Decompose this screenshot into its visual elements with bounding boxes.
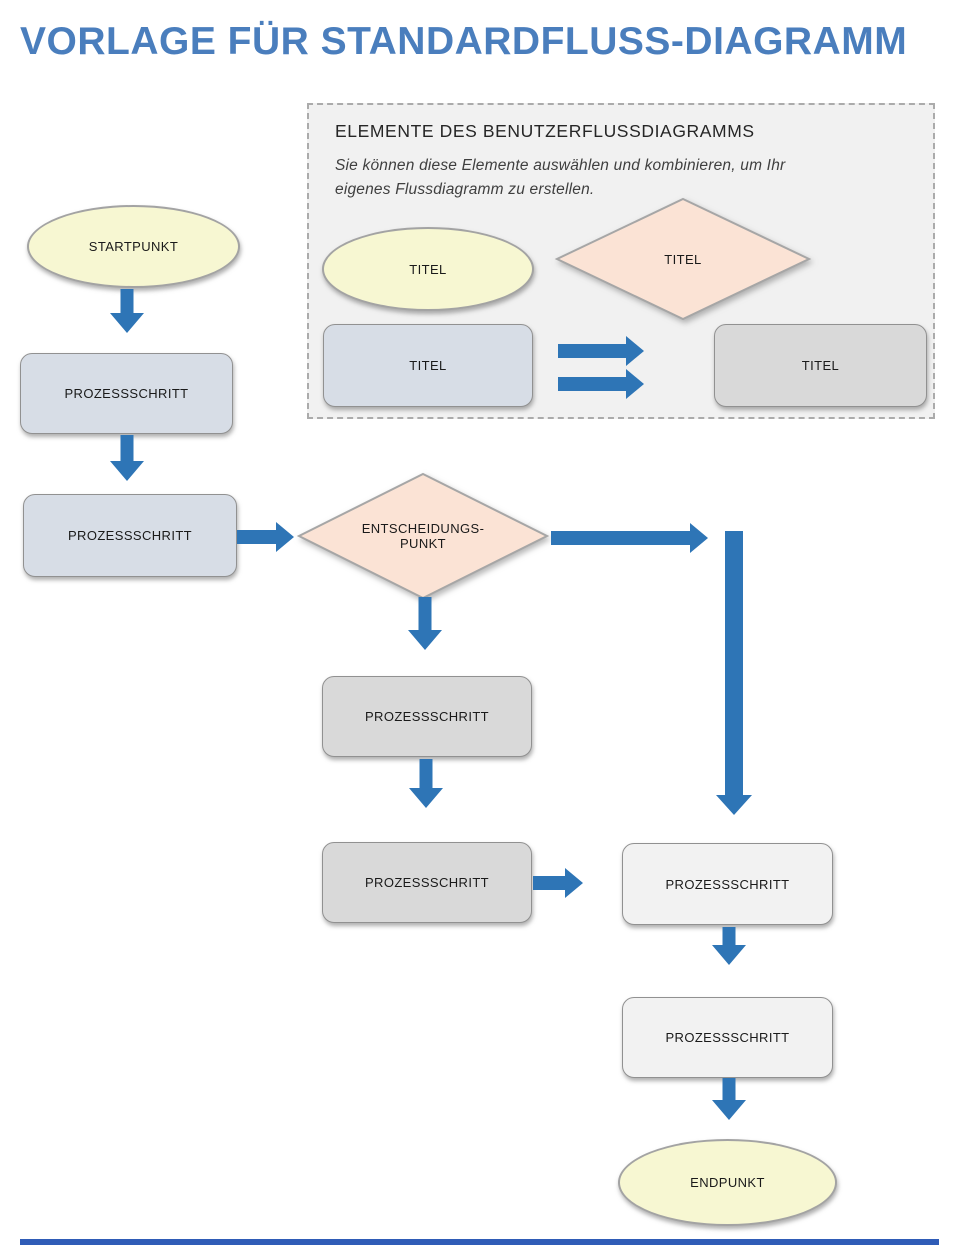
legend-process-gray-shape[interactable]: TITEL [714, 324, 927, 407]
flow-process5-node[interactable]: PROZESSSCHRITT [622, 843, 833, 925]
flow-process1-node[interactable]: PROZESSSCHRITT [20, 353, 233, 434]
arrow-down-icon-1 [110, 289, 144, 333]
flow-process4-label: PROZESSSCHRITT [364, 875, 490, 890]
arrow-right-icon-3 [533, 868, 583, 898]
legend-description: Sie können diese Elemente auswählen und … [335, 154, 895, 202]
flow-process1-label: PROZESSSCHRITT [64, 386, 189, 401]
flow-start-label: STARTPUNKT [88, 239, 179, 254]
flow-decision-node[interactable]: ENTSCHEIDUNGS- PUNKT [296, 472, 550, 600]
flow-process3-node[interactable]: PROZESSSCHRITT [322, 676, 532, 757]
arrow-down-icon-3 [408, 597, 442, 650]
arrow-down-icon-4 [409, 759, 443, 808]
flow-end-label: ENDPUNKT [690, 1175, 765, 1190]
legend-panel: ELEMENTE DES BENUTZERFLUSSDIAGRAMMS Sie … [307, 103, 935, 419]
arrow-down-icon-2 [110, 435, 144, 481]
legend-arrow-icon-top [558, 336, 644, 366]
flow-decision-label: ENTSCHEIDUNGS- PUNKT [297, 473, 549, 599]
legend-process-gray-label: TITEL [801, 358, 840, 373]
flow-end-node[interactable]: ENDPUNKT [618, 1139, 837, 1226]
arrow-right-icon-1 [237, 522, 294, 552]
legend-ellipse-label: TITEL [409, 261, 447, 277]
arrow-down-long-icon [716, 531, 752, 815]
legend-arrow-icon-bottom [558, 369, 644, 399]
legend-diamond-shape[interactable]: TITEL [554, 197, 812, 321]
flow-process2-node[interactable]: PROZESSSCHRITT [23, 494, 237, 577]
legend-description-line2: eigenes Flussdiagramm zu erstellen. [335, 181, 595, 199]
legend-diamond-label: TITEL [664, 251, 702, 267]
flow-process6-label: PROZESSSCHRITT [665, 1030, 790, 1045]
arrow-right-icon-2 [551, 523, 708, 553]
legend-description-line1: Sie können diese Elemente auswählen und … [335, 157, 786, 174]
flow-decision-label-line1: ENTSCHEIDUNGS- [361, 521, 485, 536]
flow-process6-node[interactable]: PROZESSSCHRITT [622, 997, 833, 1078]
legend-process-blue-label: TITEL [409, 358, 447, 373]
flow-start-node[interactable]: STARTPUNKT [27, 205, 240, 288]
arrow-down-icon-5 [712, 927, 746, 965]
page-title: VORLAGE FÜR STANDARDFLUSS-DIAGRAMM [20, 20, 908, 63]
legend-process-blue-shape[interactable]: TITEL [323, 324, 533, 407]
flow-process5-label: PROZESSSCHRITT [665, 876, 790, 892]
arrow-down-icon-6 [712, 1078, 746, 1120]
flow-process2-label: PROZESSSCHRITT [67, 528, 193, 543]
flow-decision-label-line2: PUNKT [399, 536, 447, 551]
legend-ellipse-shape[interactable]: TITEL [322, 227, 534, 311]
footer-accent-bar [20, 1239, 939, 1245]
flow-process4-node[interactable]: PROZESSSCHRITT [322, 842, 532, 923]
flow-process3-label: PROZESSSCHRITT [364, 709, 490, 724]
diamond-icon [554, 197, 812, 321]
legend-title: ELEMENTE DES BENUTZERFLUSSDIAGRAMMS [335, 121, 755, 141]
